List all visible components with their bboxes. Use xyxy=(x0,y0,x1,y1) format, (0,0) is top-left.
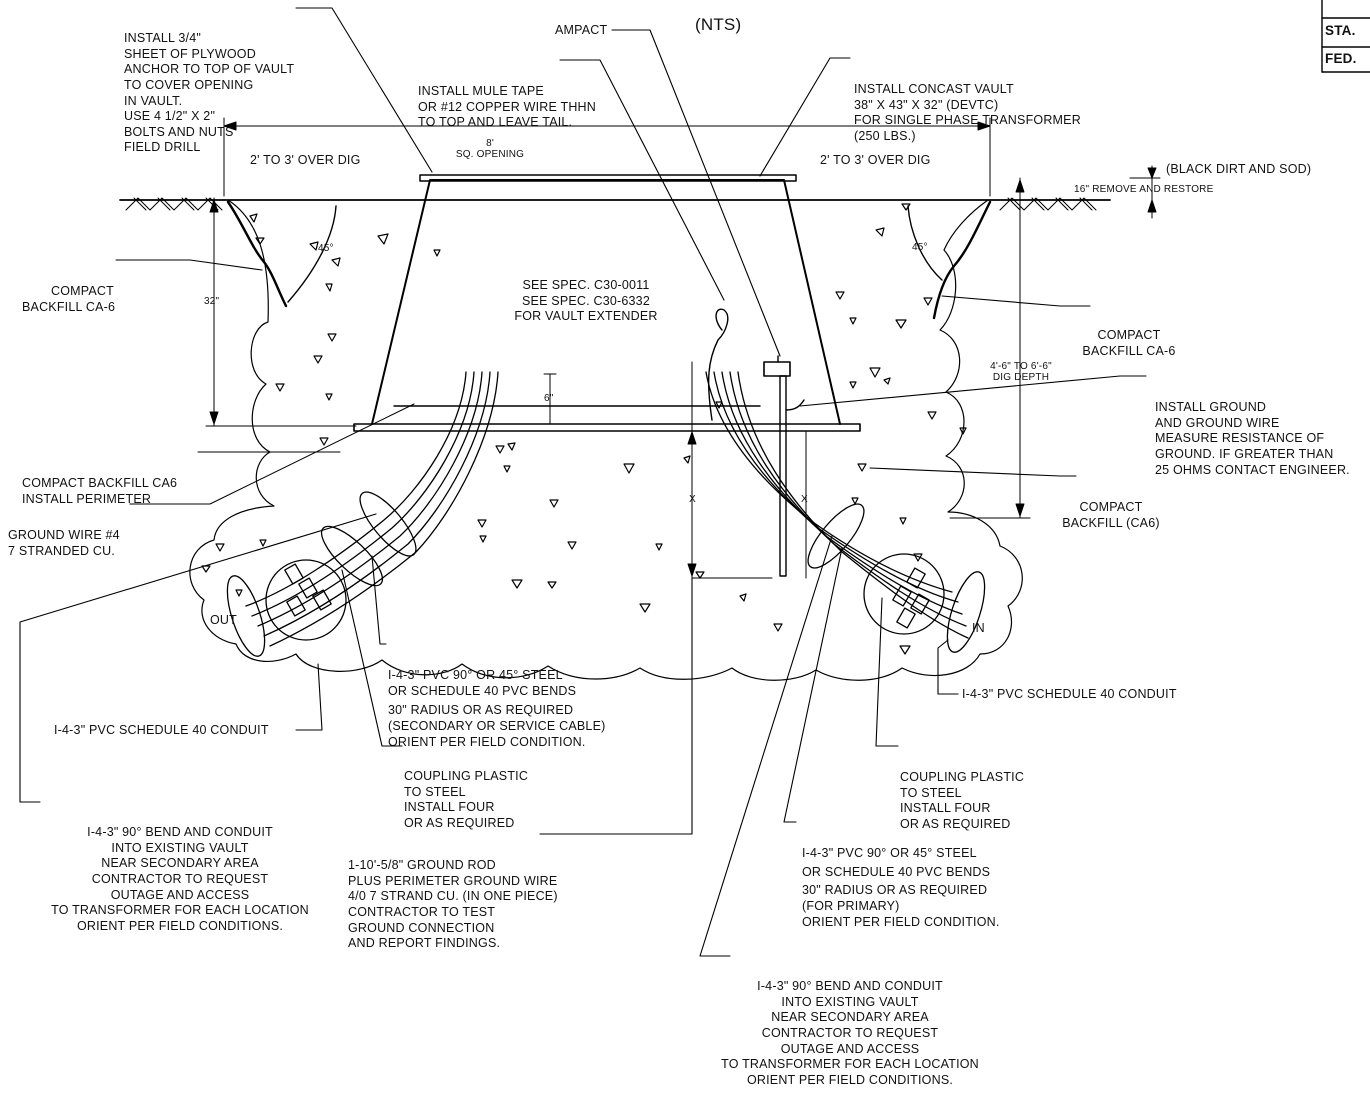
vault-installation-drawing xyxy=(19,0,1370,957)
conduit-bundle-left xyxy=(226,371,499,657)
earth-hatch-left xyxy=(125,197,223,211)
dig-depth-label: 4'-6" TO 6'-6"DIG DEPTH xyxy=(990,361,1052,383)
in-label: IN xyxy=(972,621,985,635)
backfill-cloud xyxy=(189,199,1023,681)
dimension-32 xyxy=(205,197,357,427)
conduit-bundle-right xyxy=(705,371,986,653)
conduit-left-note: I-4-3" PVC SCHEDULE 40 CONDUIT xyxy=(54,723,269,737)
x-dimension-right-label: X xyxy=(801,494,808,505)
remove-restore-label: 16" REMOVE AND RESTORE xyxy=(1074,184,1214,195)
x-dimension-left-label: X xyxy=(689,494,696,505)
out-label: OUT xyxy=(210,613,237,627)
over-dig-left-label: 2' TO 3' OVER DIG xyxy=(250,153,361,167)
vault-body xyxy=(371,179,841,425)
excavation-cut-left xyxy=(226,200,288,308)
earth-hatch-right xyxy=(999,197,1097,211)
angle-arc-left xyxy=(287,205,337,303)
angle-right-label: 45° xyxy=(912,242,928,253)
plywood-cover xyxy=(419,174,797,182)
dimension-x xyxy=(687,361,807,579)
title-block-sta: STA. xyxy=(1325,23,1356,38)
dimension-opening xyxy=(223,117,991,197)
dimension-6 xyxy=(543,373,557,425)
excavation-cut-right xyxy=(932,200,992,320)
ground-rod xyxy=(779,375,787,577)
opening-dimension-label: 8'SQ. OPENING xyxy=(455,138,525,160)
dimension-dig-depth xyxy=(949,177,1031,519)
leader-lines xyxy=(19,7,1147,957)
ground-clamp xyxy=(763,361,791,377)
title-block-fed: FED. xyxy=(1325,51,1357,66)
title-block xyxy=(1321,0,1370,73)
black-dirt-label: (BLACK DIRT AND SOD) xyxy=(1166,162,1312,176)
aggregate-symbols xyxy=(201,203,967,655)
dimension-6-label: 6" xyxy=(544,393,554,404)
ampact-label: AMPACT xyxy=(555,23,608,37)
dimension-32-label: 32" xyxy=(204,296,220,307)
angle-left-label: 45° xyxy=(318,243,334,254)
dimension-16 xyxy=(1129,165,1161,219)
over-dig-right-label: 2' TO 3' OVER DIG xyxy=(820,153,931,167)
mule-tape xyxy=(707,308,729,421)
nts-label: (NTS) xyxy=(695,15,742,34)
vault-base xyxy=(353,423,861,432)
angle-arc-right xyxy=(907,205,943,281)
conduit-right-note: I-4-3" PVC SCHEDULE 40 CONDUIT xyxy=(962,687,1177,701)
